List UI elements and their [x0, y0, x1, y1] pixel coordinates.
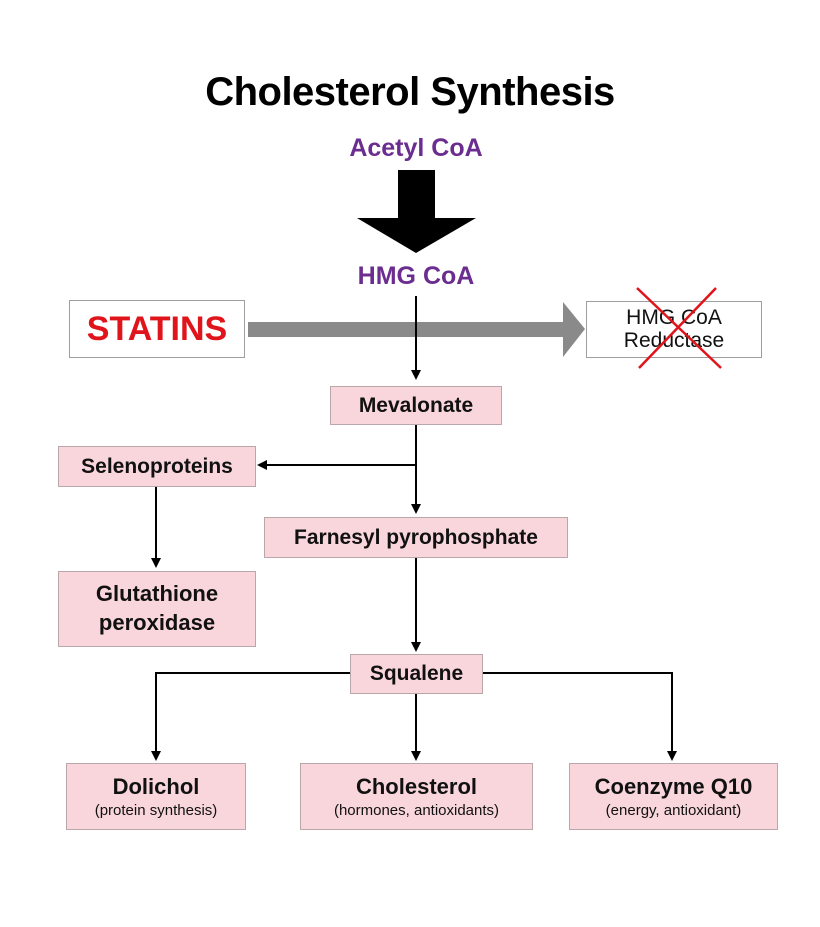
- cholesterol-note: (hormones, antioxidants): [333, 801, 500, 819]
- dolichol-name: Dolichol: [112, 774, 200, 800]
- acetyl-coa-label: Acetyl CoA: [349, 134, 483, 162]
- cholesterol-name: Cholesterol: [355, 774, 478, 800]
- inhibited-cross-mark: [636, 287, 722, 369]
- squalene-node: Squalene: [350, 654, 483, 694]
- dolichol-node: Dolichol (protein synthesis): [66, 763, 246, 830]
- coenzyme-q10-node: Coenzyme Q10 (energy, antioxidant): [569, 763, 778, 830]
- dolichol-note: (protein synthesis): [94, 801, 218, 819]
- farnesyl-label: Farnesyl pyrophosphate: [294, 525, 538, 549]
- arrow-squalene-coq10: [483, 672, 677, 761]
- big-down-arrow: [357, 170, 476, 253]
- arrow-squalene-dolichol: [151, 672, 350, 761]
- farnesyl-pyrophosphate-node: Farnesyl pyrophosphate: [264, 517, 568, 558]
- coq10-name: Coenzyme Q10: [594, 774, 753, 800]
- glutathione-line2: peroxidase: [98, 610, 216, 635]
- statins-box: STATINS: [69, 300, 245, 358]
- statins-label: STATINS: [86, 309, 228, 348]
- coq10-note: (energy, antioxidant): [605, 801, 742, 819]
- cholesterol-node: Cholesterol (hormones, antioxidants): [300, 763, 533, 830]
- selenoproteins-node: Selenoproteins: [58, 446, 256, 487]
- glutathione-line1: Glutathione: [95, 581, 219, 607]
- diagram-title: Cholesterol Synthesis: [205, 70, 615, 114]
- mevalonate-label: Mevalonate: [358, 393, 474, 417]
- statins-inhibition-head: [563, 302, 585, 357]
- statins-inhibition-shaft: [248, 322, 564, 337]
- hmg-coa-label: HMG CoA: [357, 262, 475, 290]
- mevalonate-node: Mevalonate: [330, 386, 502, 425]
- enzyme-line1: HMG CoA: [626, 306, 722, 330]
- glutathione-peroxidase-node: Glutathione peroxidase: [58, 571, 256, 647]
- selenoproteins-label: Selenoproteins: [81, 454, 233, 478]
- hmg-coa-reductase-box: HMG CoA Reductase: [586, 287, 762, 369]
- squalene-label: Squalene: [369, 662, 464, 686]
